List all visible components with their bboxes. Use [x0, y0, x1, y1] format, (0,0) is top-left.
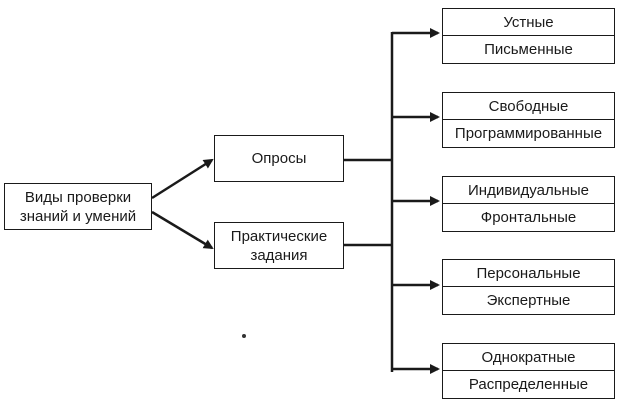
group-box-3: Индивидуальные Фронтальные — [442, 176, 615, 232]
root-label-line1: Виды проверки — [24, 188, 132, 206]
group-2-bottom: Программированные — [454, 125, 603, 142]
oprosy-label: Опросы — [251, 150, 307, 167]
arrow-root-to-oprosy — [151, 158, 214, 200]
root-box: Виды проверки знаний и умений — [4, 183, 152, 230]
group-1-top: Устные — [443, 9, 614, 36]
group-2-top: Свободные — [443, 93, 614, 120]
group-box-5: Однократные Распределенные — [442, 343, 615, 399]
prakticheskie-zadaniya-box: Практические задания — [214, 222, 344, 269]
group-4-top: Персональные — [443, 260, 614, 287]
group-3-top: Индивидуальные — [443, 177, 614, 204]
group-5-top: Однократные — [443, 344, 614, 371]
group-3-bottom: Фронтальные — [480, 209, 577, 226]
group-5-bottom: Распределенные — [468, 376, 589, 393]
zadaniya-label-line1: Практические — [230, 227, 328, 245]
root-label-line2: знаний и умений — [19, 207, 137, 225]
arrow-root-to-zadaniya — [151, 210, 214, 250]
zadaniya-label-line2: задания — [250, 246, 308, 264]
group-box-4: Персональные Экспертные — [442, 259, 615, 315]
oprosy-box: Опросы — [214, 135, 344, 182]
group-box-1: Устные Письменные — [442, 8, 615, 64]
group-4-bottom: Экспертные — [486, 292, 571, 309]
group-1-bottom: Письменные — [484, 41, 573, 58]
group-box-2: Свободные Программированные — [442, 92, 615, 148]
stray-dot — [242, 334, 246, 338]
